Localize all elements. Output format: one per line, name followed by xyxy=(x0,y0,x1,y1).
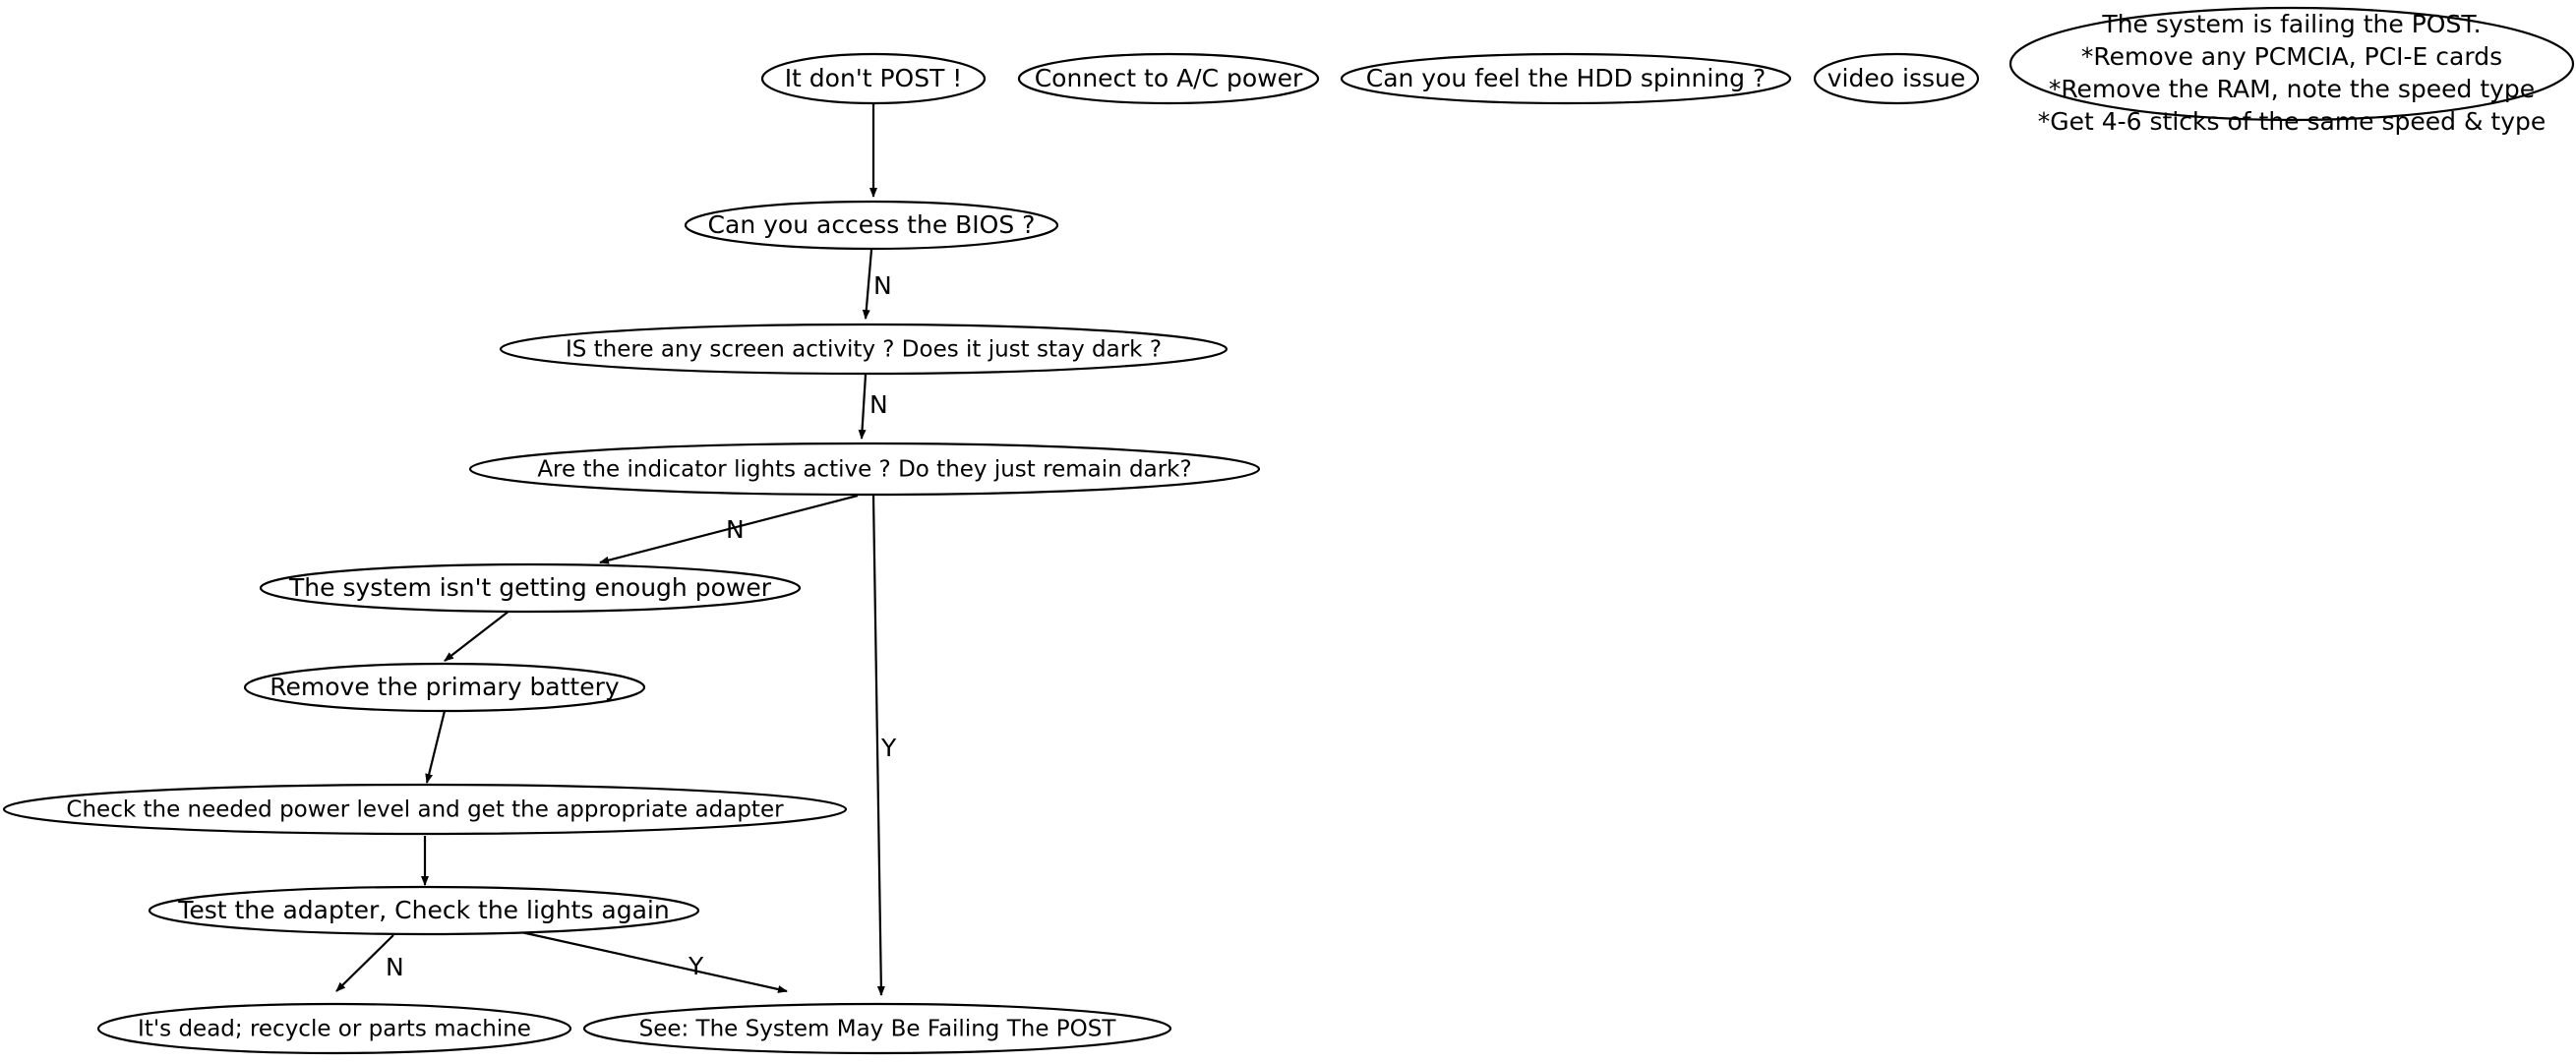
node-hdd-spinning[interactable]: Can you feel the HDD spinning ? xyxy=(1340,52,1792,105)
edge-layer: N N N Y xyxy=(335,104,897,996)
node-label: Test the adapter, Check the lights again xyxy=(177,896,669,924)
node-label: Remove the primary battery xyxy=(270,673,620,701)
node-indicator-lights[interactable]: Are the indicator lights active ? Do the… xyxy=(468,442,1261,497)
node-label: See: The System May Be Failing The POST xyxy=(639,1017,1117,1042)
node-layer: It don't POST ! Connect to A/C power Can… xyxy=(2,6,2575,1055)
edge-bios-to-screen: N xyxy=(862,249,892,320)
node-shape[interactable] xyxy=(499,323,1228,376)
node-shape[interactable] xyxy=(2008,6,2575,122)
node-label: Check the needed power level and get the… xyxy=(66,797,784,823)
edge-label-n: N xyxy=(726,515,745,544)
node-label: It don't POST ! xyxy=(785,64,963,92)
node-remove-primary-battery[interactable]: Remove the primary battery xyxy=(243,662,646,713)
node-shape[interactable] xyxy=(2,783,848,836)
node-label: Are the indicator lights active ? Do the… xyxy=(537,457,1191,483)
node-test-adapter[interactable]: Test the adapter, Check the lights again xyxy=(148,885,700,936)
edge-label-y: Y xyxy=(688,952,704,980)
edge-line xyxy=(871,495,885,996)
node-shape[interactable] xyxy=(1017,52,1320,105)
node-shape[interactable] xyxy=(96,1002,572,1055)
node-check-power-level[interactable]: Check the needed power level and get the… xyxy=(2,783,848,836)
node-its-dead[interactable]: It's dead; recycle or parts machine xyxy=(96,1002,572,1055)
node-shape[interactable] xyxy=(243,662,646,713)
node-post-note[interactable]: The system is failing the POST. *Remove … xyxy=(2008,6,2575,136)
node-shape[interactable] xyxy=(1813,52,1980,105)
edge-line xyxy=(862,249,873,320)
node-label: It's dead; recycle or parts machine xyxy=(138,1017,531,1042)
edge-line xyxy=(858,374,868,440)
node-shape[interactable] xyxy=(582,1002,1172,1055)
note-line-1: The system is failing the POST. xyxy=(2101,10,2481,38)
edge-line xyxy=(520,930,788,993)
node-shape[interactable] xyxy=(259,562,802,614)
node-shape[interactable] xyxy=(684,200,1059,251)
node-label: The system isn't getting enough power xyxy=(288,573,772,602)
node-label: Connect to A/C power xyxy=(1035,64,1303,92)
node-shape[interactable] xyxy=(148,885,700,936)
edge-line xyxy=(599,494,859,564)
node-label: IS there any screen activity ? Does it j… xyxy=(566,337,1162,363)
node-label: video issue xyxy=(1827,64,1965,92)
note-line-4: *Get 4-6 sticks of the same speed & type xyxy=(2038,107,2546,136)
edge-line xyxy=(444,610,510,662)
edge-lights-to-see-post: Y xyxy=(871,495,897,996)
edge-line xyxy=(425,710,447,784)
node-see-post[interactable]: See: The System May Be Failing The POST xyxy=(582,1002,1172,1055)
note-line-3: *Remove the RAM, note the speed type xyxy=(2049,75,2535,103)
note-line-2: *Remove any PCMCIA, PCI-E cards xyxy=(2081,42,2502,71)
node-label: Can you feel the HDD spinning ? xyxy=(1366,64,1767,92)
node-shape[interactable] xyxy=(468,442,1261,497)
edge-not-enough-power-to-remove-battery xyxy=(444,610,510,662)
node-it-dont-post[interactable]: It don't POST ! xyxy=(760,52,987,105)
edge-line xyxy=(335,934,394,992)
node-not-enough-power[interactable]: The system isn't getting enough power xyxy=(259,562,802,614)
node-shape[interactable] xyxy=(760,52,987,105)
edge-remove-battery-to-check-power xyxy=(425,710,447,784)
node-shape[interactable] xyxy=(1340,52,1792,105)
node-screen-activity[interactable]: IS there any screen activity ? Does it j… xyxy=(499,323,1228,376)
edge-label-n: N xyxy=(873,271,892,300)
edge-label-n: N xyxy=(869,390,888,419)
node-label: Can you access the BIOS ? xyxy=(708,210,1036,239)
edge-label-y: Y xyxy=(880,734,897,762)
node-connect-to-ac-power[interactable]: Connect to A/C power xyxy=(1017,52,1320,105)
node-can-you-access-bios[interactable]: Can you access the BIOS ? xyxy=(684,200,1059,251)
edge-test-adapter-to-dead: N xyxy=(335,934,404,992)
edge-label-n: N xyxy=(386,953,404,981)
edge-test-adapter-to-see-post: Y xyxy=(520,930,788,993)
edge-screen-to-lights: N xyxy=(858,374,888,440)
edge-lights-to-not-enough-power: N xyxy=(599,494,859,564)
node-video-issue[interactable]: video issue xyxy=(1813,52,1980,105)
